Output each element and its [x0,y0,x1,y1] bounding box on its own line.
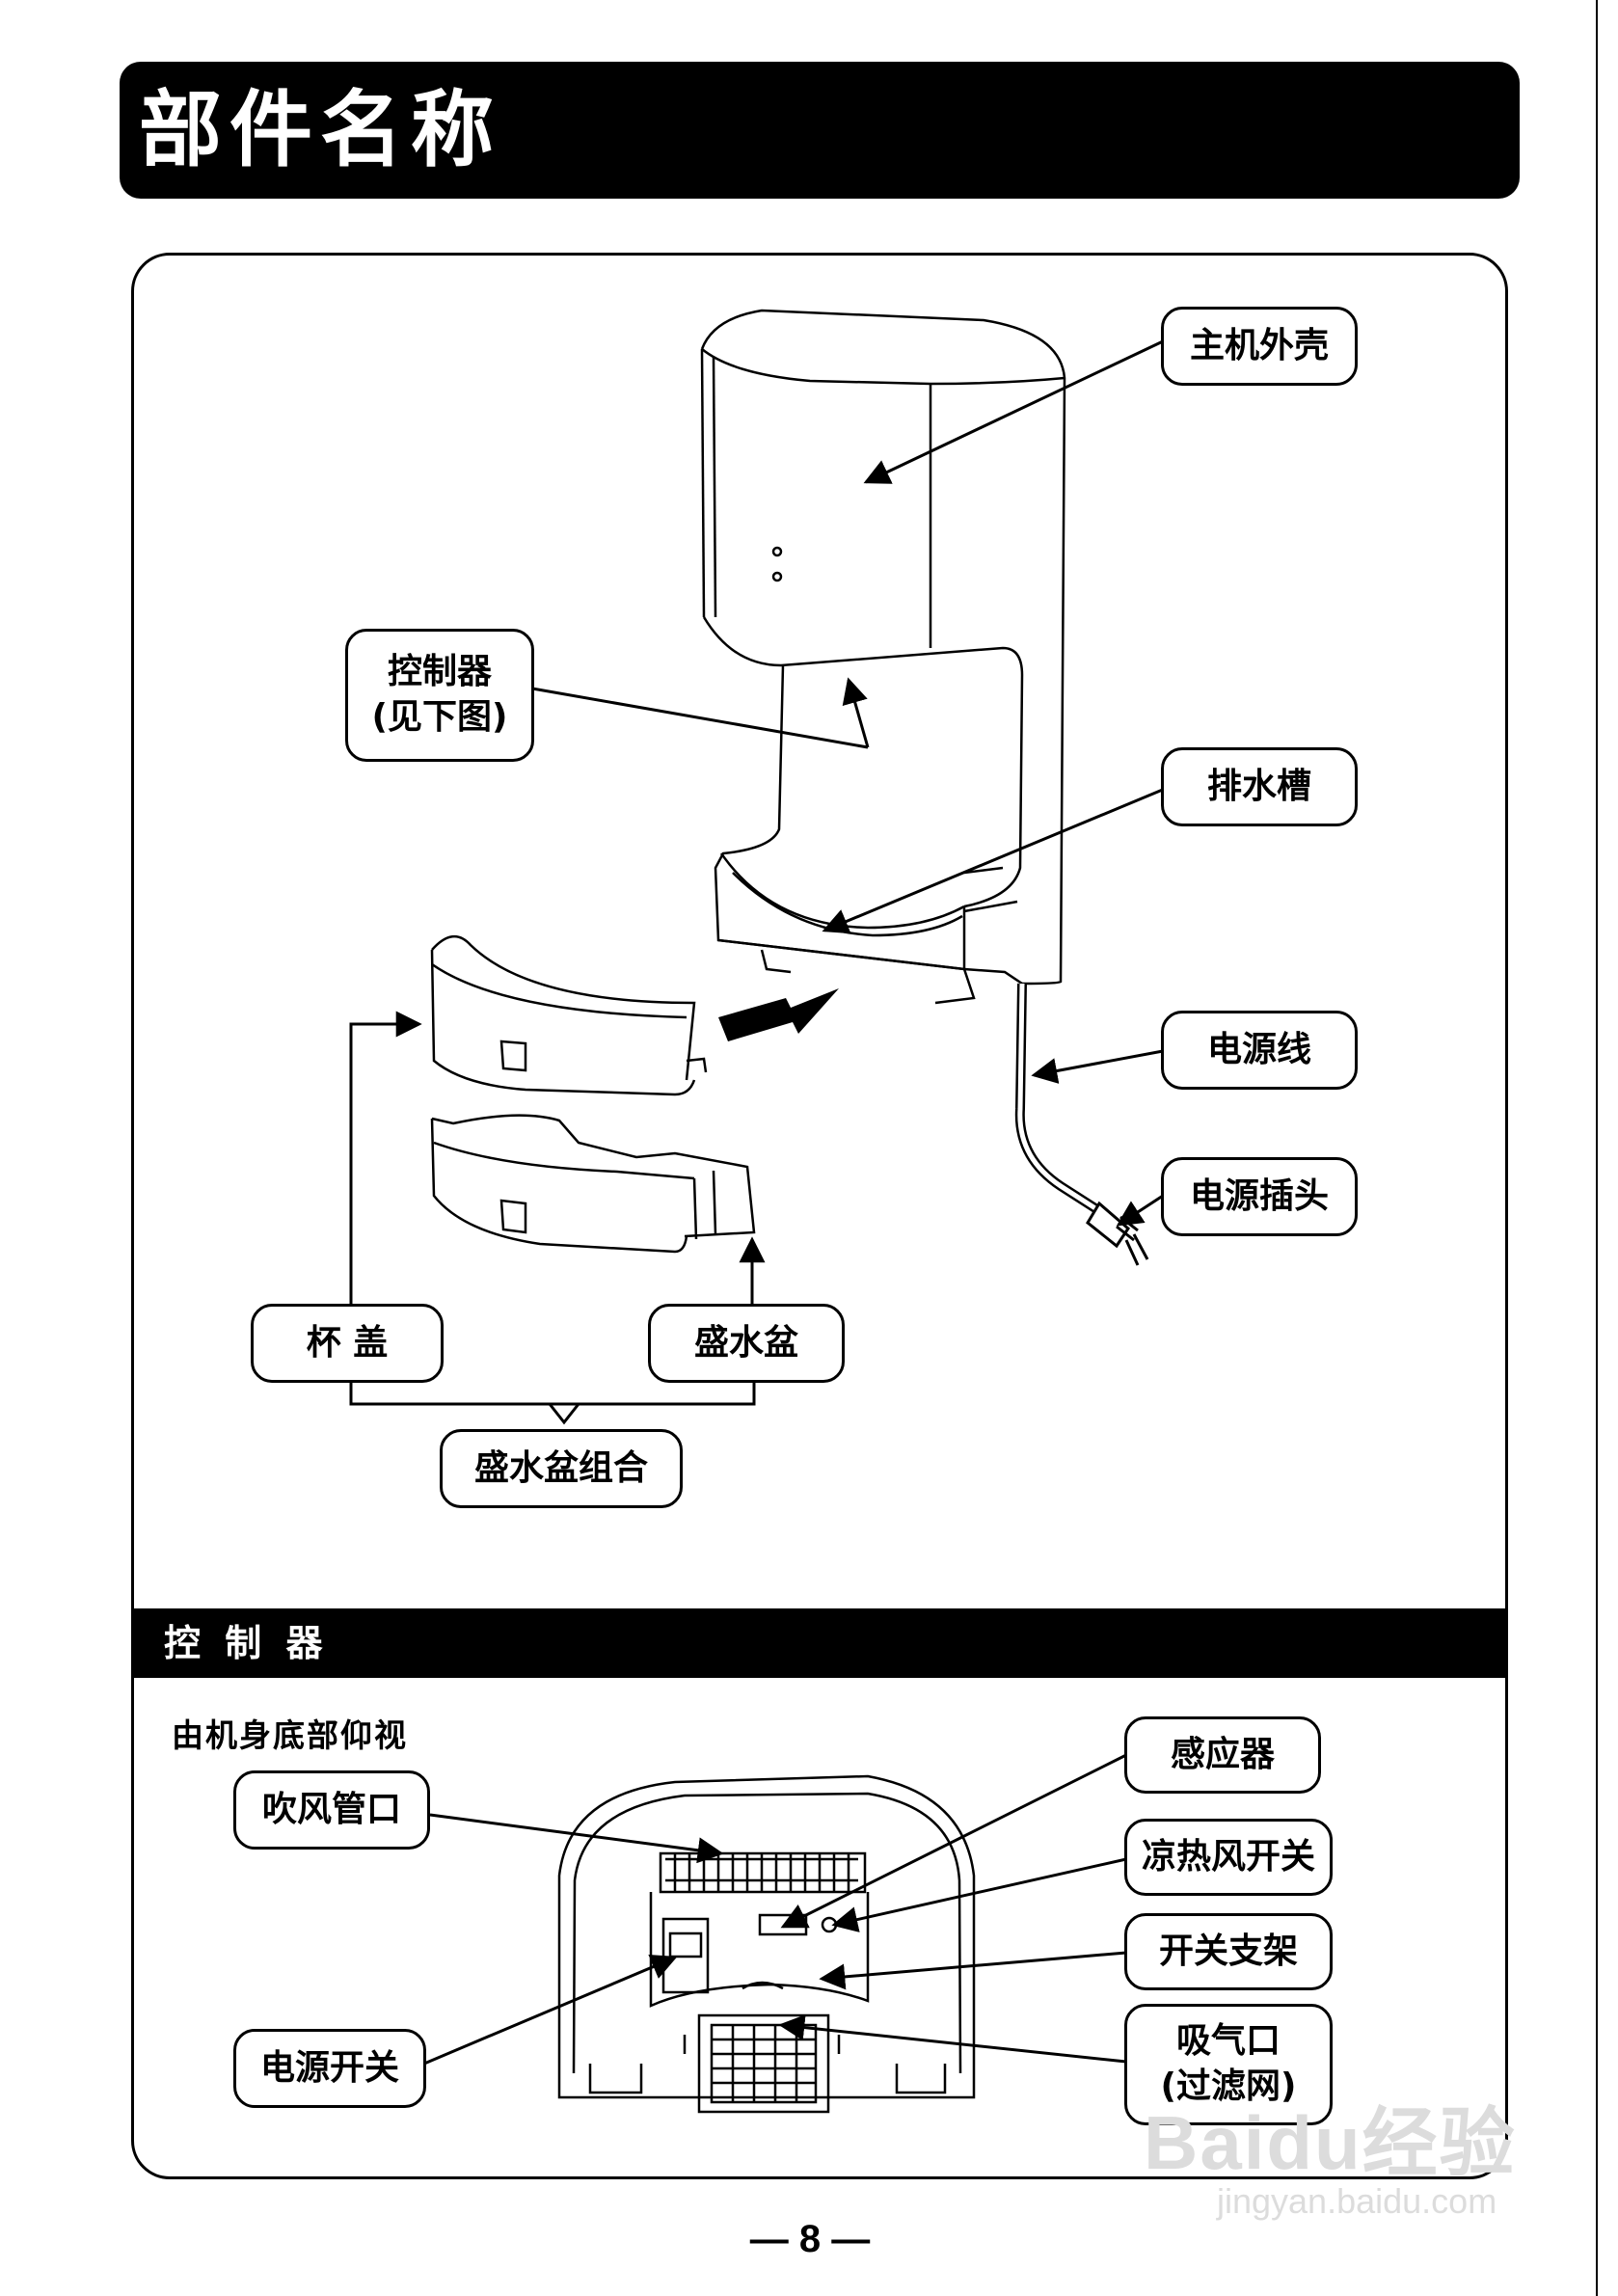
diagram-frame [131,253,1508,2179]
label-sensor: 感应器 [1124,1716,1321,1794]
cup-lid-drawing [430,935,708,1096]
label-power-cord: 电源线 [1161,1011,1358,1090]
label-water-basin: 盛水盆 [648,1304,845,1383]
controller-bottom-view-drawing [557,1774,976,2114]
label-housing: 主机外壳 [1161,307,1358,386]
dryer-housing-drawing [700,309,1066,1005]
baidu-watermark: Baidu经验 [1144,2100,1517,2185]
label-blower-outlet: 吹风管口 [233,1770,430,1850]
label-cup-lid: 杯 盖 [251,1304,444,1383]
controller-section-heading: 控 制 器 [164,1622,329,1664]
label-switch-bracket: 开关支架 [1124,1913,1333,1990]
label-power-plug: 电源插头 [1161,1157,1358,1236]
label-air-inlet: 吸气口 (过滤网) [1124,2004,1333,2125]
controller-section-bar [133,1608,1506,1678]
power-cord-drawing [1014,983,1149,1266]
leader-lines-controller [423,1753,1127,2066]
label-controller: 控制器 (见下图) [345,629,534,762]
label-hot-cold-switch: 凉热风开关 [1124,1819,1333,1896]
baidu-watermark-url: jingyan.baidu.com [1217,2181,1497,2221]
controller-subtitle: 由机身底部仰视 [172,1716,408,1754]
leader-lines-main [349,339,1166,1425]
label-drain-channel: 排水槽 [1161,747,1358,826]
label-power-switch: 电源开关 [233,2029,426,2108]
title-bar [120,62,1520,199]
label-basin-assembly: 盛水盆组合 [440,1429,683,1508]
page-edge-line [1596,0,1598,2296]
page-number: — 8 — [749,2218,871,2260]
removal-arrow [718,988,839,1041]
page-title: 部件名称 [139,82,501,178]
water-basin-drawing [430,1114,756,1254]
